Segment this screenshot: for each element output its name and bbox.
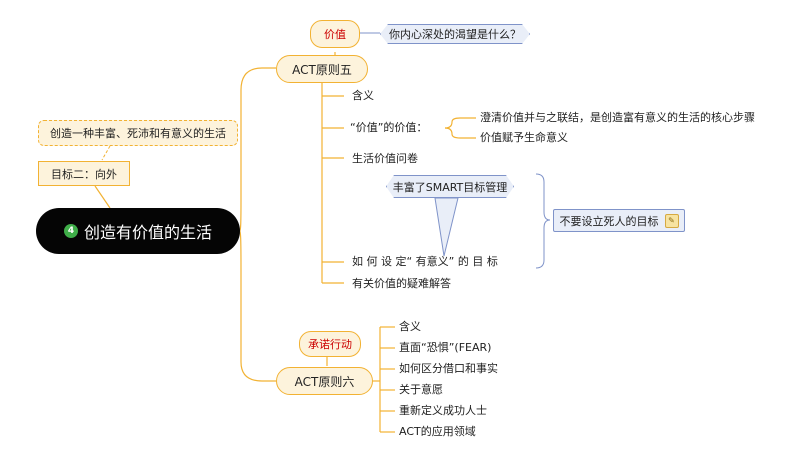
commit-item[interactable]: 关于意愿 xyxy=(399,383,443,396)
branch6-label: ACT原则六 xyxy=(294,374,355,389)
commit-item[interactable]: 含义 xyxy=(399,320,421,333)
question-callout[interactable]: 你内心深处的渴望是什么？ xyxy=(380,24,530,44)
branch5-node[interactable]: ACT原则五 xyxy=(276,55,368,83)
item-meaning[interactable]: 含义 xyxy=(352,89,374,102)
goal-note-callout: 创造一种丰富、死沛和有意义的生活 xyxy=(38,120,238,146)
tag-commit[interactable]: 承诺行动 xyxy=(299,331,361,357)
commit-item[interactable]: 重新定义成功人士 xyxy=(399,404,487,417)
item-set-goals[interactable]: 如 何 设 定“ 有意义” 的 目 标 xyxy=(352,255,498,268)
commit-item[interactable]: 直面“恐惧”(FEAR) xyxy=(399,341,492,354)
root-label: 创造有价值的生活 xyxy=(83,223,212,242)
summary-box[interactable]: 不要设立死人的目标 ✎ xyxy=(553,209,685,232)
note-icon[interactable]: ✎ xyxy=(664,213,679,228)
tag-value-label: 价值 xyxy=(324,28,346,41)
commit-item[interactable]: ACT的应用领域 xyxy=(399,425,476,438)
commit-item[interactable]: 如何区分借口和事实 xyxy=(399,362,498,375)
goal-node[interactable]: 目标二：向外 xyxy=(38,161,130,186)
item-clarify[interactable]: 澄清价值并与之联结，是创造富有意义的生活的核心步骤 xyxy=(480,111,755,124)
item-qa[interactable]: 有关价值的疑难解答 xyxy=(352,277,451,290)
item-give-meaning[interactable]: 价值赋予生命意义 xyxy=(480,131,568,144)
question-text: 你内心深处的渴望是什么？ xyxy=(389,28,521,41)
goal-label: 目标二：向外 xyxy=(51,167,117,181)
branch5-label: ACT原则五 xyxy=(292,62,352,77)
tag-commit-label: 承诺行动 xyxy=(308,338,352,351)
branch6-node[interactable]: ACT原则六 xyxy=(276,367,373,395)
smart-callout[interactable]: 丰富了SMART目标管理 xyxy=(386,175,514,198)
tag-value[interactable]: 价值 xyxy=(310,20,360,48)
item-survey[interactable]: 生活价值问卷 xyxy=(352,152,418,165)
summary-text: 不要设立死人的目标 xyxy=(559,214,659,228)
priority-badge: 4 xyxy=(63,224,78,238)
goal-note: 创造一种丰富、死沛和有意义的生活 xyxy=(50,127,226,140)
root-node[interactable]: 4 创造有价值的生活 xyxy=(36,208,240,254)
smart-callout-text: 丰富了SMART目标管理 xyxy=(392,180,508,194)
item-value-of-value[interactable]: “价值”的价值： xyxy=(350,121,428,134)
